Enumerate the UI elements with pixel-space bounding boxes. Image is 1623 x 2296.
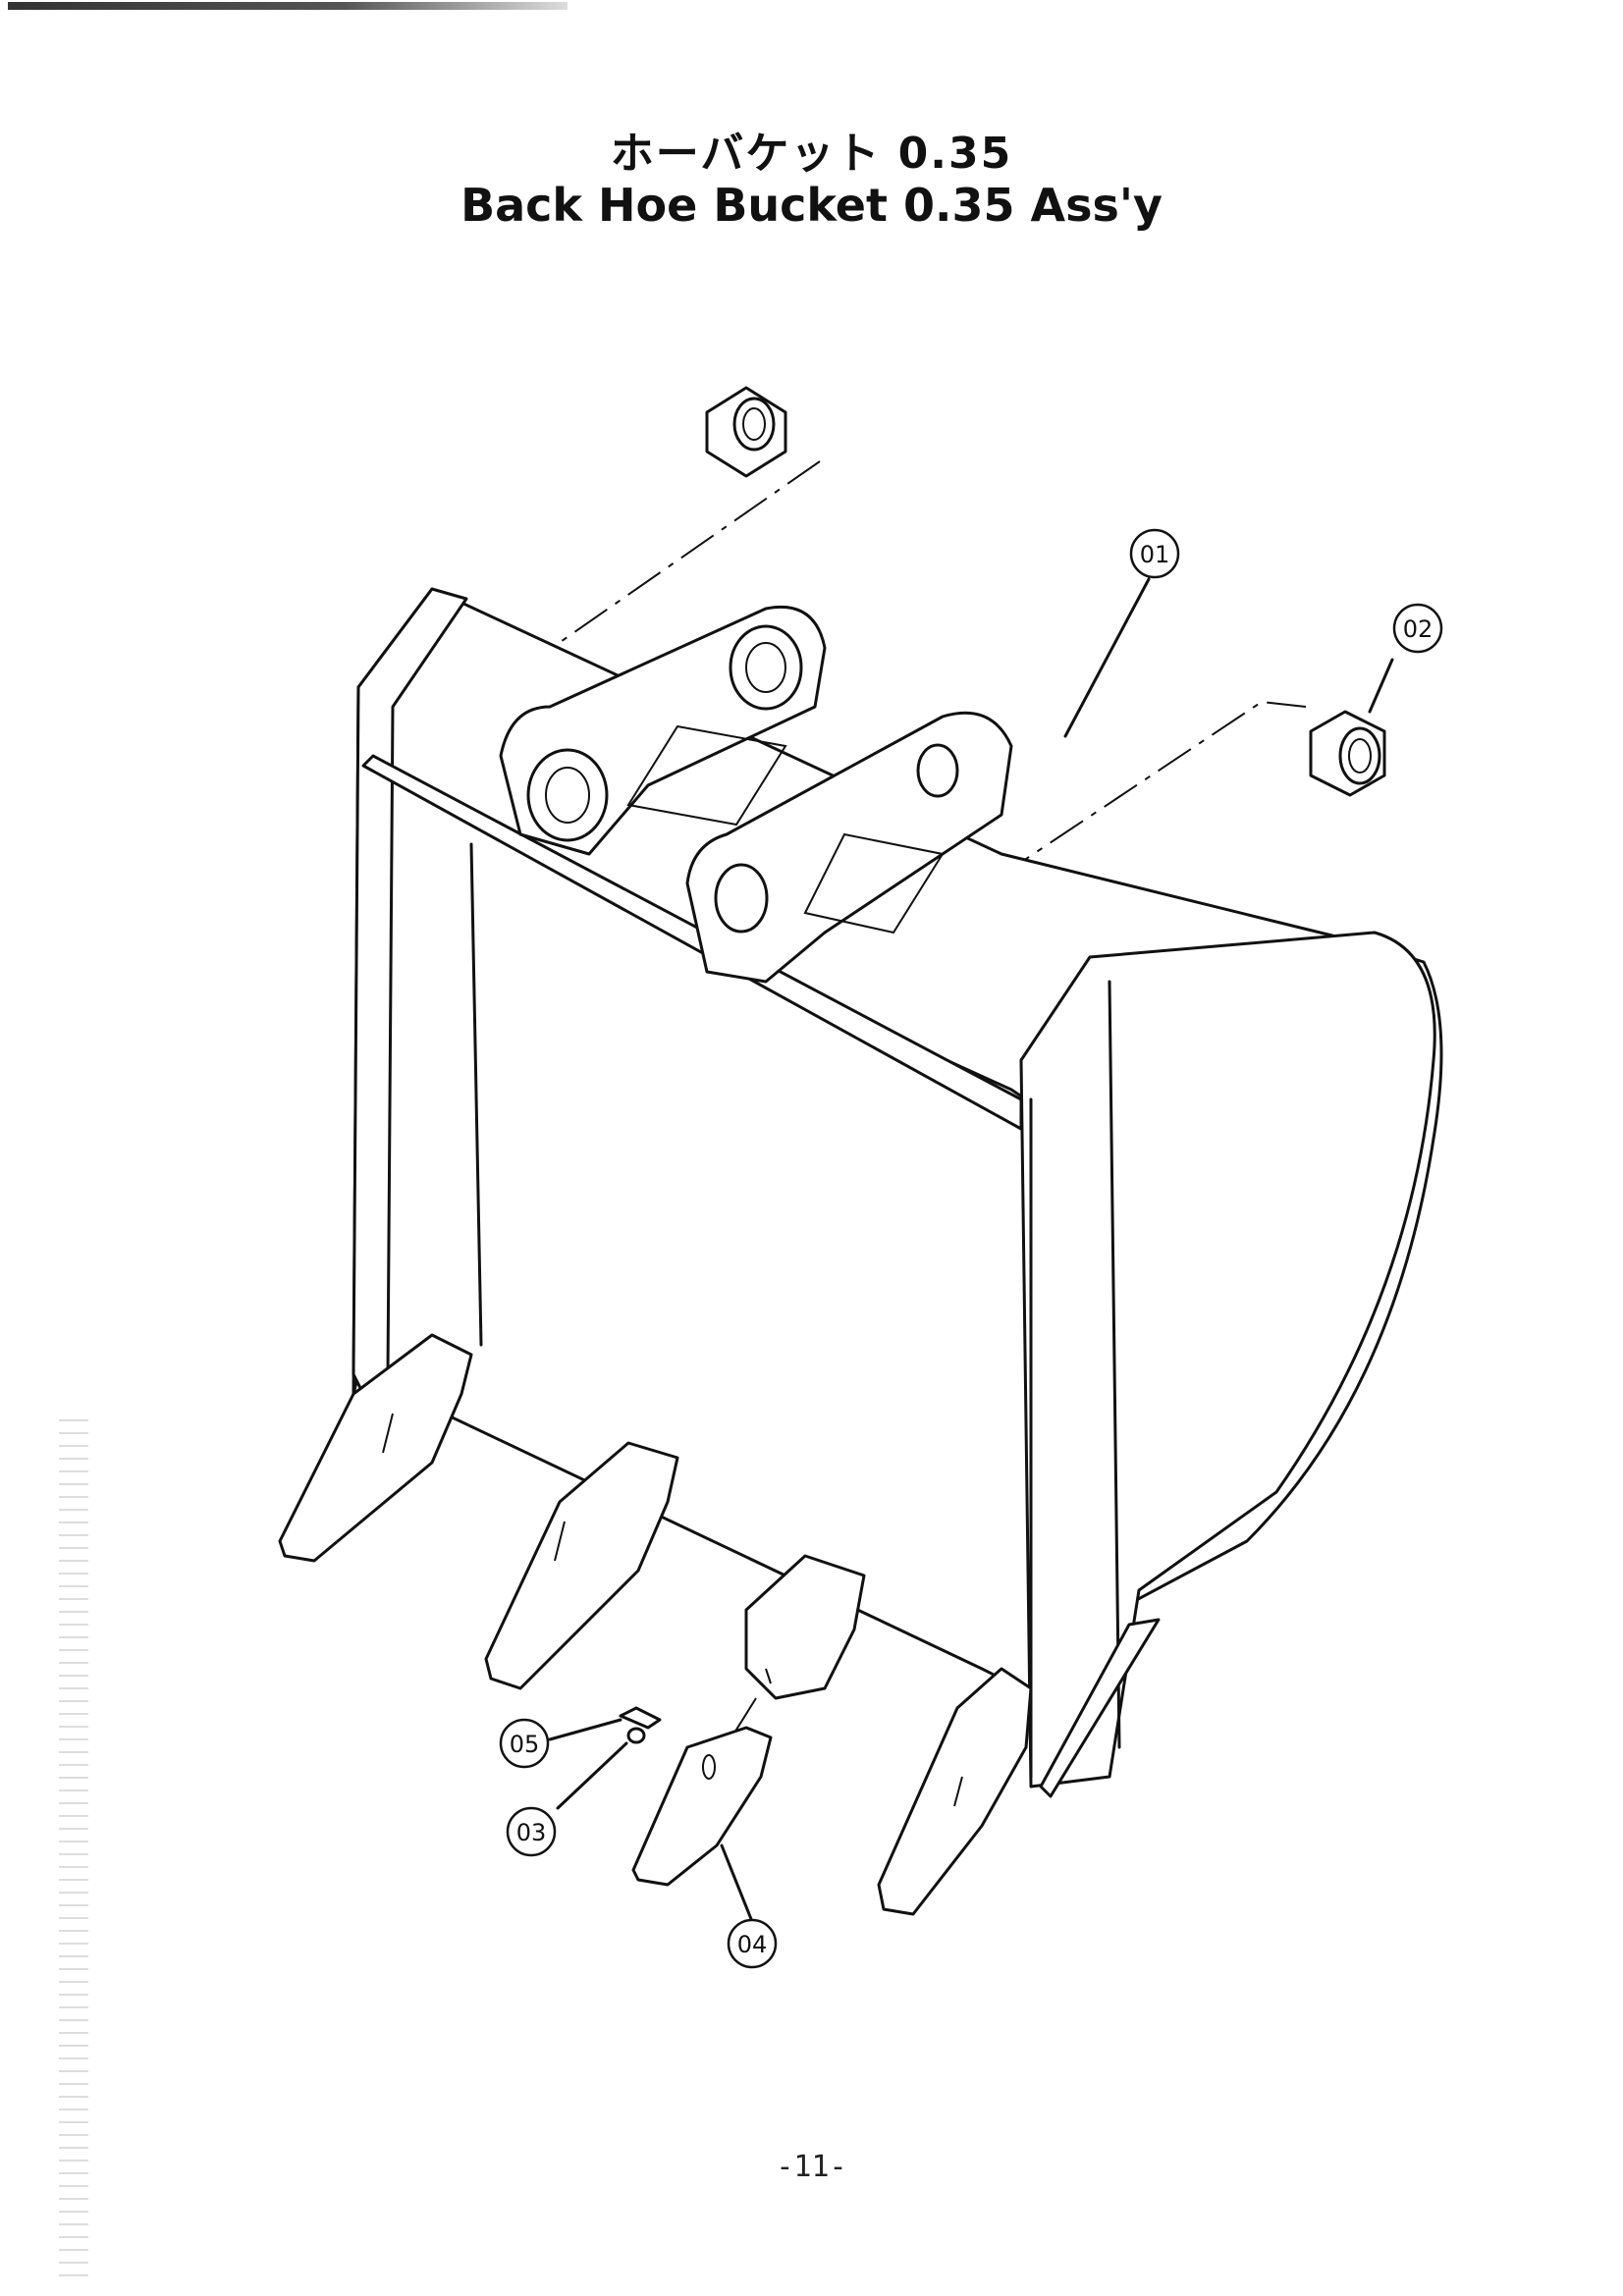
bushing-top xyxy=(705,386,787,478)
bucket-right-side xyxy=(1019,931,1436,1789)
svg-text:03: 03 xyxy=(516,1819,547,1846)
bucket-tooth-2 xyxy=(484,1441,679,1690)
bucket-tooth-1 xyxy=(278,1333,473,1563)
scan-artifact xyxy=(8,2,568,10)
callout-04: 04 xyxy=(727,1918,778,1969)
callout-03: 03 xyxy=(506,1806,557,1857)
callout-02: 02 xyxy=(1392,603,1443,654)
bushing-right xyxy=(1309,710,1386,797)
title-english: Back Hoe Bucket 0.35 Ass'y xyxy=(460,179,1163,232)
lock-pin xyxy=(619,1706,662,1730)
svg-text:02: 02 xyxy=(1403,615,1434,643)
tooth-point-exploded xyxy=(631,1726,773,1887)
callout-05: 05 xyxy=(499,1718,550,1769)
title-japanese: ホーバケット 0.35 xyxy=(610,129,1013,179)
callout-01: 01 xyxy=(1129,528,1180,579)
bucket-tooth-4 xyxy=(877,1667,1033,1916)
svg-text:05: 05 xyxy=(510,1731,540,1758)
page-number: -11- xyxy=(776,2150,847,2184)
bucket-tooth-adapter xyxy=(744,1554,866,1700)
bucket-left-side xyxy=(352,587,468,1396)
svg-text:04: 04 xyxy=(737,1931,768,1958)
scan-noise xyxy=(59,1414,88,2277)
svg-text:01: 01 xyxy=(1140,541,1170,568)
side-cutter xyxy=(1039,1618,1161,1798)
pin-ring xyxy=(626,1727,646,1744)
